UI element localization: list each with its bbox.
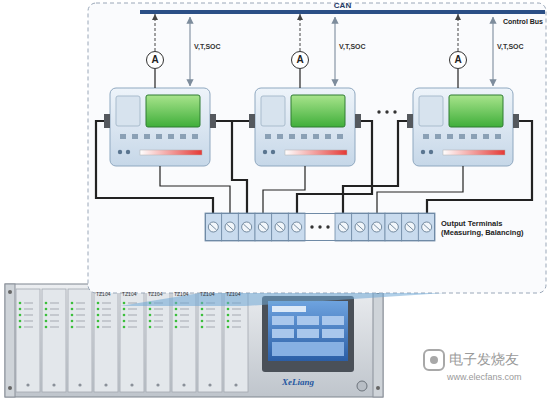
brand-logo: XeLiang — [282, 378, 314, 387]
rack-ear — [5, 284, 15, 397]
screen-item — [272, 316, 294, 325]
terminal — [335, 213, 352, 241]
ellipsis-dot — [318, 225, 321, 228]
rack-screw — [8, 386, 12, 390]
sense-wire — [263, 166, 305, 213]
bus-caption: Control Bus — [503, 18, 543, 26]
meter-symbol: A — [292, 52, 308, 68]
signal-arrow — [189, 17, 190, 86]
meter-lead — [457, 69, 458, 88]
touch-screen — [268, 301, 348, 361]
power-wire — [427, 121, 532, 213]
battery-tester — [104, 88, 216, 166]
terminal-caption: Output Terminals (Measuring, Balancing) — [441, 219, 533, 237]
power-wire — [96, 121, 213, 213]
power-wire — [343, 121, 407, 213]
module-slot — [42, 289, 66, 392]
terminal — [418, 213, 435, 241]
module-label: TZ104 — [174, 292, 188, 297]
screen-item — [322, 329, 344, 338]
ellipsis-dot — [393, 110, 396, 113]
terminal — [368, 213, 385, 241]
signal-label: V,T,SOC — [194, 43, 221, 50]
screen-item — [322, 316, 344, 325]
rack-screw — [8, 290, 12, 294]
screen-item — [272, 342, 344, 356]
screen-item — [297, 316, 319, 325]
watermark: 电子发烧友 — [449, 352, 519, 366]
module-slot — [68, 289, 92, 392]
battery-tester — [249, 88, 361, 166]
signal-arrow — [334, 17, 335, 86]
screen-item — [272, 329, 294, 338]
wiring — [96, 121, 532, 213]
module-label: TZ104 — [148, 292, 162, 297]
terminal — [272, 213, 289, 241]
ammeter-circle: A — [146, 51, 164, 69]
watermark: www.elecfans.com — [447, 373, 522, 382]
module-label: TZ104 — [122, 292, 136, 297]
module-label: TZ104 — [200, 292, 214, 297]
terminal — [205, 213, 222, 241]
meter-lead — [299, 69, 300, 88]
module-label: TZ104 — [96, 292, 110, 297]
bus-connector — [458, 14, 459, 51]
terminal — [255, 213, 272, 241]
ellipsis-dot — [377, 110, 380, 113]
signal-arrow — [492, 17, 493, 86]
terminal — [238, 213, 255, 241]
ammeter-circle: A — [291, 51, 309, 69]
power-wire — [232, 121, 247, 213]
power-wire — [297, 121, 372, 213]
ammeter-circle: A — [449, 51, 467, 69]
terminal — [288, 213, 305, 241]
bus-name: CAN — [140, 1, 545, 10]
screen-bezel — [262, 296, 354, 372]
module-slot — [94, 289, 118, 392]
module-slot — [16, 289, 40, 392]
watermark-logo — [424, 350, 444, 370]
sense-wire — [377, 166, 463, 213]
rack-screw — [376, 386, 380, 390]
rack-ear — [373, 284, 383, 397]
terminal — [402, 213, 419, 241]
battery-tester — [407, 88, 519, 166]
meter-symbol: A — [450, 52, 466, 68]
meter-lead — [154, 69, 155, 88]
zoom-panel — [88, 3, 546, 293]
zoom-callout — [120, 293, 445, 306]
signal-label: V,T,SOC — [497, 43, 524, 50]
terminal — [222, 213, 239, 241]
meter-symbol: A — [147, 52, 163, 68]
can-bus-band: CANControl Bus — [140, 2, 545, 14]
watermark-logo — [430, 356, 438, 364]
signal-label: V,T,SOC — [339, 43, 366, 50]
sense-wire — [160, 166, 230, 213]
bus-connector — [300, 14, 301, 51]
screen-item — [297, 329, 319, 338]
ellipsis-dot — [310, 225, 313, 228]
ellipsis-dot — [326, 225, 329, 228]
terminal — [352, 213, 369, 241]
ellipsis-dot — [385, 110, 388, 113]
bus-connector — [155, 14, 156, 51]
screen-item — [272, 306, 306, 312]
power-button — [357, 381, 367, 391]
module-label: TZ104 — [226, 292, 240, 297]
terminal-strip: Output Terminals (Measuring, Balancing) — [205, 213, 435, 241]
terminal — [385, 213, 402, 241]
